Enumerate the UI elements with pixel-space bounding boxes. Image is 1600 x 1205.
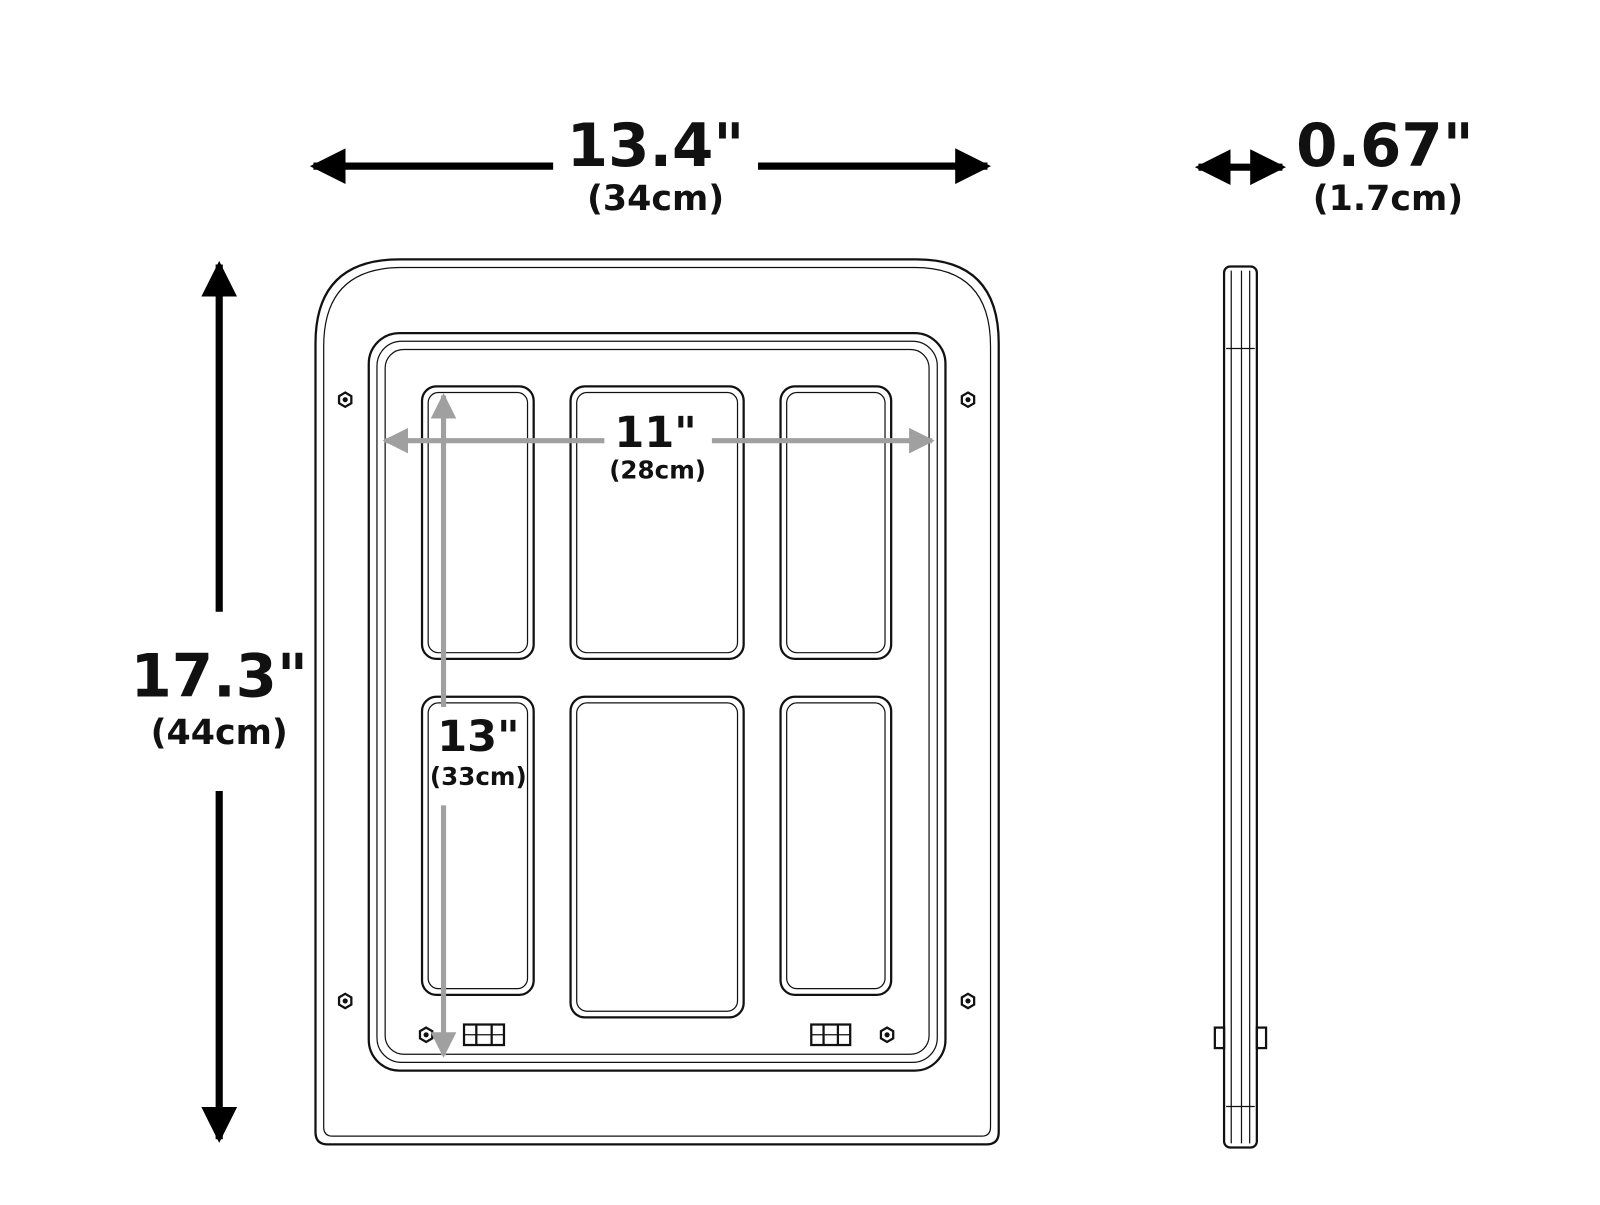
screw-icon [960, 992, 976, 1010]
depth-metric: (1.7cm) [1313, 179, 1463, 219]
outer-frame [314, 258, 1000, 1146]
depth-dimension: 0.67" (1.7cm) [1194, 112, 1474, 219]
screw-icon [337, 992, 353, 1010]
screw-icon [879, 1026, 895, 1044]
width-metric: (34cm) [587, 179, 724, 219]
height-dimension: 17.3" (44cm) [130, 260, 308, 1143]
flap-window [569, 385, 745, 660]
inner-width-metric: (28cm) [609, 456, 706, 485]
height-value: 17.3" [130, 643, 308, 712]
inner-height-metric: (33cm) [430, 762, 527, 791]
width-value: 13.4" [567, 112, 745, 181]
inner-width-dimension: 11" (28cm) [382, 408, 935, 485]
flap-window [420, 385, 535, 660]
lock-latch-icon [810, 1023, 852, 1047]
inner-frame [367, 331, 947, 1072]
inner-height-value: 13" [437, 712, 519, 762]
lock-latch-icon [462, 1023, 506, 1047]
height-metric: (44cm) [151, 713, 288, 753]
depth-value: 0.67" [1296, 112, 1474, 181]
door-side-view [1213, 265, 1268, 1149]
screw-icon [960, 391, 976, 409]
inner-height-dimension: 13" (33cm) [430, 393, 527, 1058]
flap-window [779, 695, 893, 996]
inner-width-value: 11" [614, 408, 696, 458]
door-front-view [314, 258, 1000, 1146]
screw-icon [418, 1026, 434, 1044]
width-dimension: 13.4" (34cm) [309, 112, 992, 219]
flap-window [420, 695, 535, 996]
screw-icon [337, 391, 353, 409]
flap-window [779, 385, 893, 660]
flap-window [569, 695, 745, 1019]
